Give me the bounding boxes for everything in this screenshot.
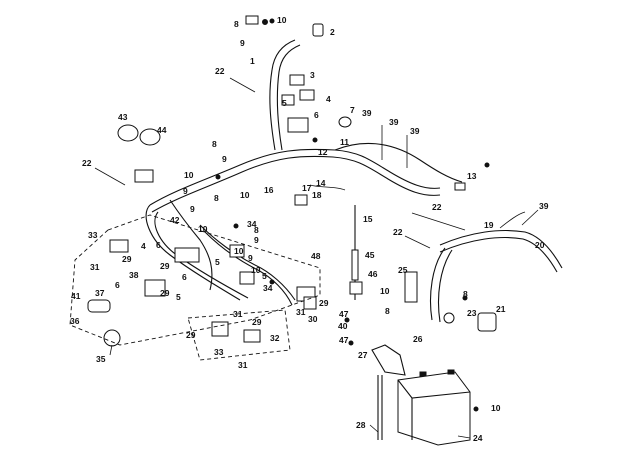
callout-35: 35: [96, 354, 106, 364]
callout-32: 32: [270, 333, 280, 343]
components: [87, 15, 497, 446]
callout-5: 5: [282, 98, 287, 108]
callout-9: 9: [240, 38, 245, 48]
callout-29: 29: [122, 254, 132, 264]
callout-13: 13: [467, 171, 477, 181]
callout-39: 39: [539, 201, 549, 211]
callout-29: 29: [252, 317, 262, 327]
callout-5: 5: [262, 271, 267, 281]
callout-47: 47: [339, 335, 349, 345]
callout-31: 31: [233, 309, 243, 319]
callout-26: 26: [413, 334, 423, 344]
callout-24: 24: [473, 433, 483, 443]
callout-31: 31: [238, 360, 248, 370]
callout-9: 9: [190, 204, 195, 214]
callout-5: 5: [176, 292, 181, 302]
callout-27: 27: [358, 350, 368, 360]
callout-36: 36: [70, 316, 80, 326]
callout-6: 6: [115, 280, 120, 290]
callout-4: 4: [141, 241, 146, 251]
callout-10: 10: [184, 170, 194, 180]
callout-9: 9: [183, 186, 188, 196]
callout-40: 40: [338, 321, 348, 331]
callout-12: 12: [318, 147, 328, 157]
callout-31: 31: [90, 262, 100, 272]
callout-8: 8: [234, 19, 239, 29]
callout-9: 9: [254, 235, 259, 245]
callout-23: 23: [467, 308, 477, 318]
callout-39: 39: [389, 117, 399, 127]
callout-6: 6: [182, 272, 187, 282]
callout-3: 3: [310, 70, 315, 80]
callout-16: 16: [264, 185, 274, 195]
callout-43: 43: [118, 112, 128, 122]
callout-30: 30: [308, 314, 318, 324]
callout-33: 33: [88, 230, 98, 240]
callout-1: 1: [250, 56, 255, 66]
main-wiring-harness: [145, 39, 563, 323]
callout-10: 10: [277, 15, 287, 25]
callout-19: 19: [484, 220, 494, 230]
callout-29: 29: [319, 298, 329, 308]
callout-9: 9: [222, 154, 227, 164]
callout-21: 21: [496, 304, 506, 314]
callout-38: 38: [129, 270, 139, 280]
callout-10: 10: [234, 246, 244, 256]
callout-47: 47: [339, 309, 349, 319]
callout-8: 8: [214, 193, 219, 203]
callout-17: 17: [302, 183, 312, 193]
callout-29: 29: [186, 330, 196, 340]
callout-22: 22: [82, 158, 92, 168]
group-frames: [69, 214, 321, 361]
callout-34: 34: [247, 219, 257, 229]
callout-22: 22: [215, 66, 225, 76]
callout-46: 46: [368, 269, 378, 279]
callout-10: 10: [198, 224, 208, 234]
callout-39: 39: [410, 126, 420, 136]
callout-14: 14: [316, 178, 326, 188]
callout-44: 44: [157, 125, 167, 135]
callout-8: 8: [385, 306, 390, 316]
callout-31: 31: [296, 307, 306, 317]
callout-45: 45: [365, 250, 375, 260]
callout-11: 11: [340, 137, 349, 147]
callout-29: 29: [160, 288, 170, 298]
callout-10: 10: [240, 190, 250, 200]
callout-28: 28: [356, 420, 366, 430]
callout-10: 10: [491, 403, 501, 413]
battery: [397, 369, 471, 446]
callout-34: 34: [263, 283, 273, 293]
callout-29: 29: [160, 261, 170, 271]
callout-10: 10: [380, 286, 390, 296]
callout-37: 37: [95, 288, 105, 298]
callout-41: 41: [71, 291, 81, 301]
callout-6: 6: [156, 240, 161, 250]
callout-25: 25: [398, 265, 408, 275]
callout-39: 39: [362, 108, 372, 118]
callout-4: 4: [326, 94, 331, 104]
callout-22: 22: [432, 202, 442, 212]
callout-9: 9: [248, 253, 253, 263]
callout-5: 5: [215, 257, 220, 267]
callout-33: 33: [214, 347, 224, 357]
callout-labels: 8 10 9 2 1 22 3 4 5 6 7 39 39 39 43 44 8…: [70, 15, 549, 443]
callout-48: 48: [311, 251, 321, 261]
callout-20: 20: [535, 240, 545, 250]
leader-lines: [94, 77, 539, 439]
callout-22: 22: [393, 227, 403, 237]
callout-8: 8: [212, 139, 217, 149]
callout-7: 7: [350, 105, 355, 115]
callout-8: 8: [254, 225, 259, 235]
callout-18: 18: [312, 190, 322, 200]
callout-2: 2: [330, 27, 335, 37]
callout-6: 6: [314, 110, 319, 120]
callout-8: 8: [463, 289, 468, 299]
callout-15: 15: [363, 214, 373, 224]
callout-10: 10: [251, 265, 261, 275]
callout-42: 42: [170, 215, 180, 225]
